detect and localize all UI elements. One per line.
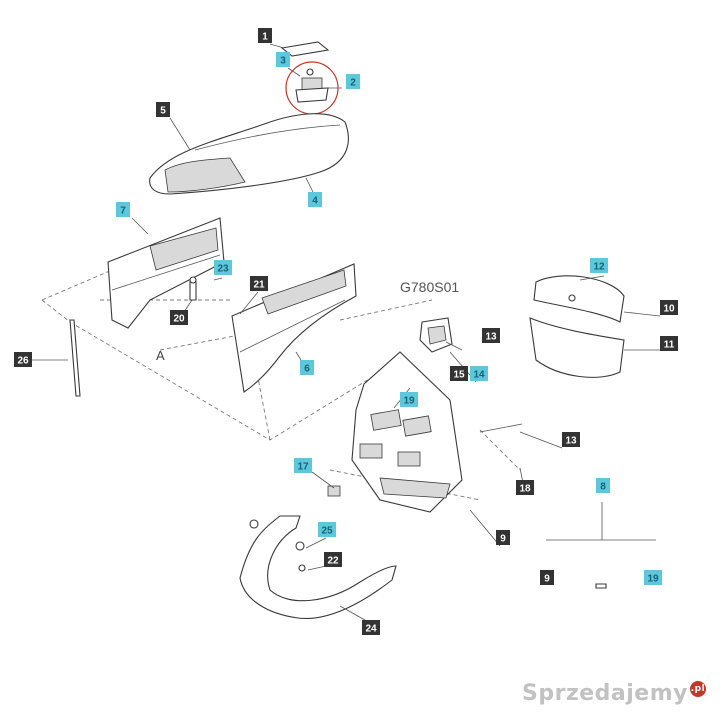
view-marker-a: A <box>156 348 165 363</box>
callout-8: 8 <box>596 478 610 493</box>
callout-number: 9 <box>544 574 550 585</box>
callout-14: 14 <box>470 366 488 381</box>
callout-13: 13 <box>482 328 500 343</box>
callout-number: 9 <box>500 534 506 545</box>
callout-number: 13 <box>565 436 577 447</box>
callout-10: 10 <box>660 300 678 315</box>
callout-6: 6 <box>300 360 314 375</box>
assembly-guide-lines <box>41 269 521 501</box>
callout-19: 19 <box>644 570 662 585</box>
callout-number: 18 <box>519 484 531 495</box>
callout-2: 2 <box>346 74 360 89</box>
callout-number: 8 <box>600 482 606 493</box>
callout-26: 26 <box>14 352 32 367</box>
part-19-small-fastener <box>595 583 607 589</box>
part-24-bumper <box>239 515 397 620</box>
callout-18: 18 <box>516 480 534 495</box>
part-26-rod <box>69 319 81 397</box>
callout-number: 20 <box>173 314 185 325</box>
callout-23: 23 <box>214 260 232 275</box>
part-7-left-side-panel <box>107 217 225 329</box>
callout-9: 9 <box>540 570 554 585</box>
callout-number: 19 <box>403 396 415 407</box>
callout-number: 6 <box>304 364 310 375</box>
callout-21: 21 <box>250 276 268 291</box>
callout-number: 3 <box>280 56 286 67</box>
part-9-front-grille <box>351 351 523 513</box>
part-4-hood-top <box>149 113 349 195</box>
callout-number: 15 <box>453 370 465 381</box>
callout-number: 12 <box>593 262 605 273</box>
callout-12: 12 <box>590 258 608 273</box>
part-17-clip <box>327 485 341 497</box>
callout-number: 14 <box>473 370 485 381</box>
part-8-line <box>546 502 656 541</box>
callout-11: 11 <box>660 336 678 351</box>
diagram-code: G780S01 <box>400 279 459 295</box>
callout-13: 13 <box>562 432 580 447</box>
callout-24: 24 <box>362 620 380 635</box>
sprzedajemy-watermark: Sprzedajemy.pl <box>522 681 706 706</box>
callout-4: 4 <box>308 192 322 207</box>
callout-number: 5 <box>160 106 166 117</box>
callout-number: 21 <box>253 280 265 291</box>
callout-25: 25 <box>318 522 336 537</box>
callout-number: 11 <box>664 340 675 351</box>
callout-9: 9 <box>496 530 510 545</box>
callout-20: 20 <box>170 310 188 325</box>
callout-number: 26 <box>17 356 29 367</box>
part-14-lamp <box>419 317 453 353</box>
callout-number: 1 <box>262 32 268 43</box>
callout-leaders <box>28 43 661 625</box>
callout-number: 2 <box>350 78 356 89</box>
callout-number: 19 <box>647 574 659 585</box>
callout-number: 10 <box>663 304 675 315</box>
callout-number: 22 <box>327 556 339 567</box>
callout-number: 13 <box>485 332 497 343</box>
callout-number: 23 <box>217 264 229 275</box>
part-20-bolt <box>189 276 197 301</box>
callout-number: 17 <box>297 462 309 473</box>
callout-labels: 1234567899101112131314151718191920212223… <box>14 28 678 635</box>
callout-22: 22 <box>324 552 342 567</box>
part-12-cover-upper <box>533 275 625 323</box>
callout-7: 7 <box>116 202 130 217</box>
callout-number: 7 <box>120 206 126 217</box>
callout-3: 3 <box>276 52 290 67</box>
callout-17: 17 <box>294 458 312 473</box>
callout-15: 15 <box>450 366 468 381</box>
callout-number: 25 <box>321 526 333 537</box>
part-11-cover-lower <box>529 317 625 378</box>
part-6-right-side-panel <box>231 263 357 393</box>
callout-number: 4 <box>312 196 318 207</box>
callout-number: 24 <box>365 624 377 635</box>
watermark-suffix: .pl <box>690 681 706 697</box>
watermark-text: Sprzedajemy <box>522 681 688 706</box>
callout-5: 5 <box>156 102 170 117</box>
callout-1: 1 <box>258 28 272 43</box>
callout-19: 19 <box>400 392 418 407</box>
